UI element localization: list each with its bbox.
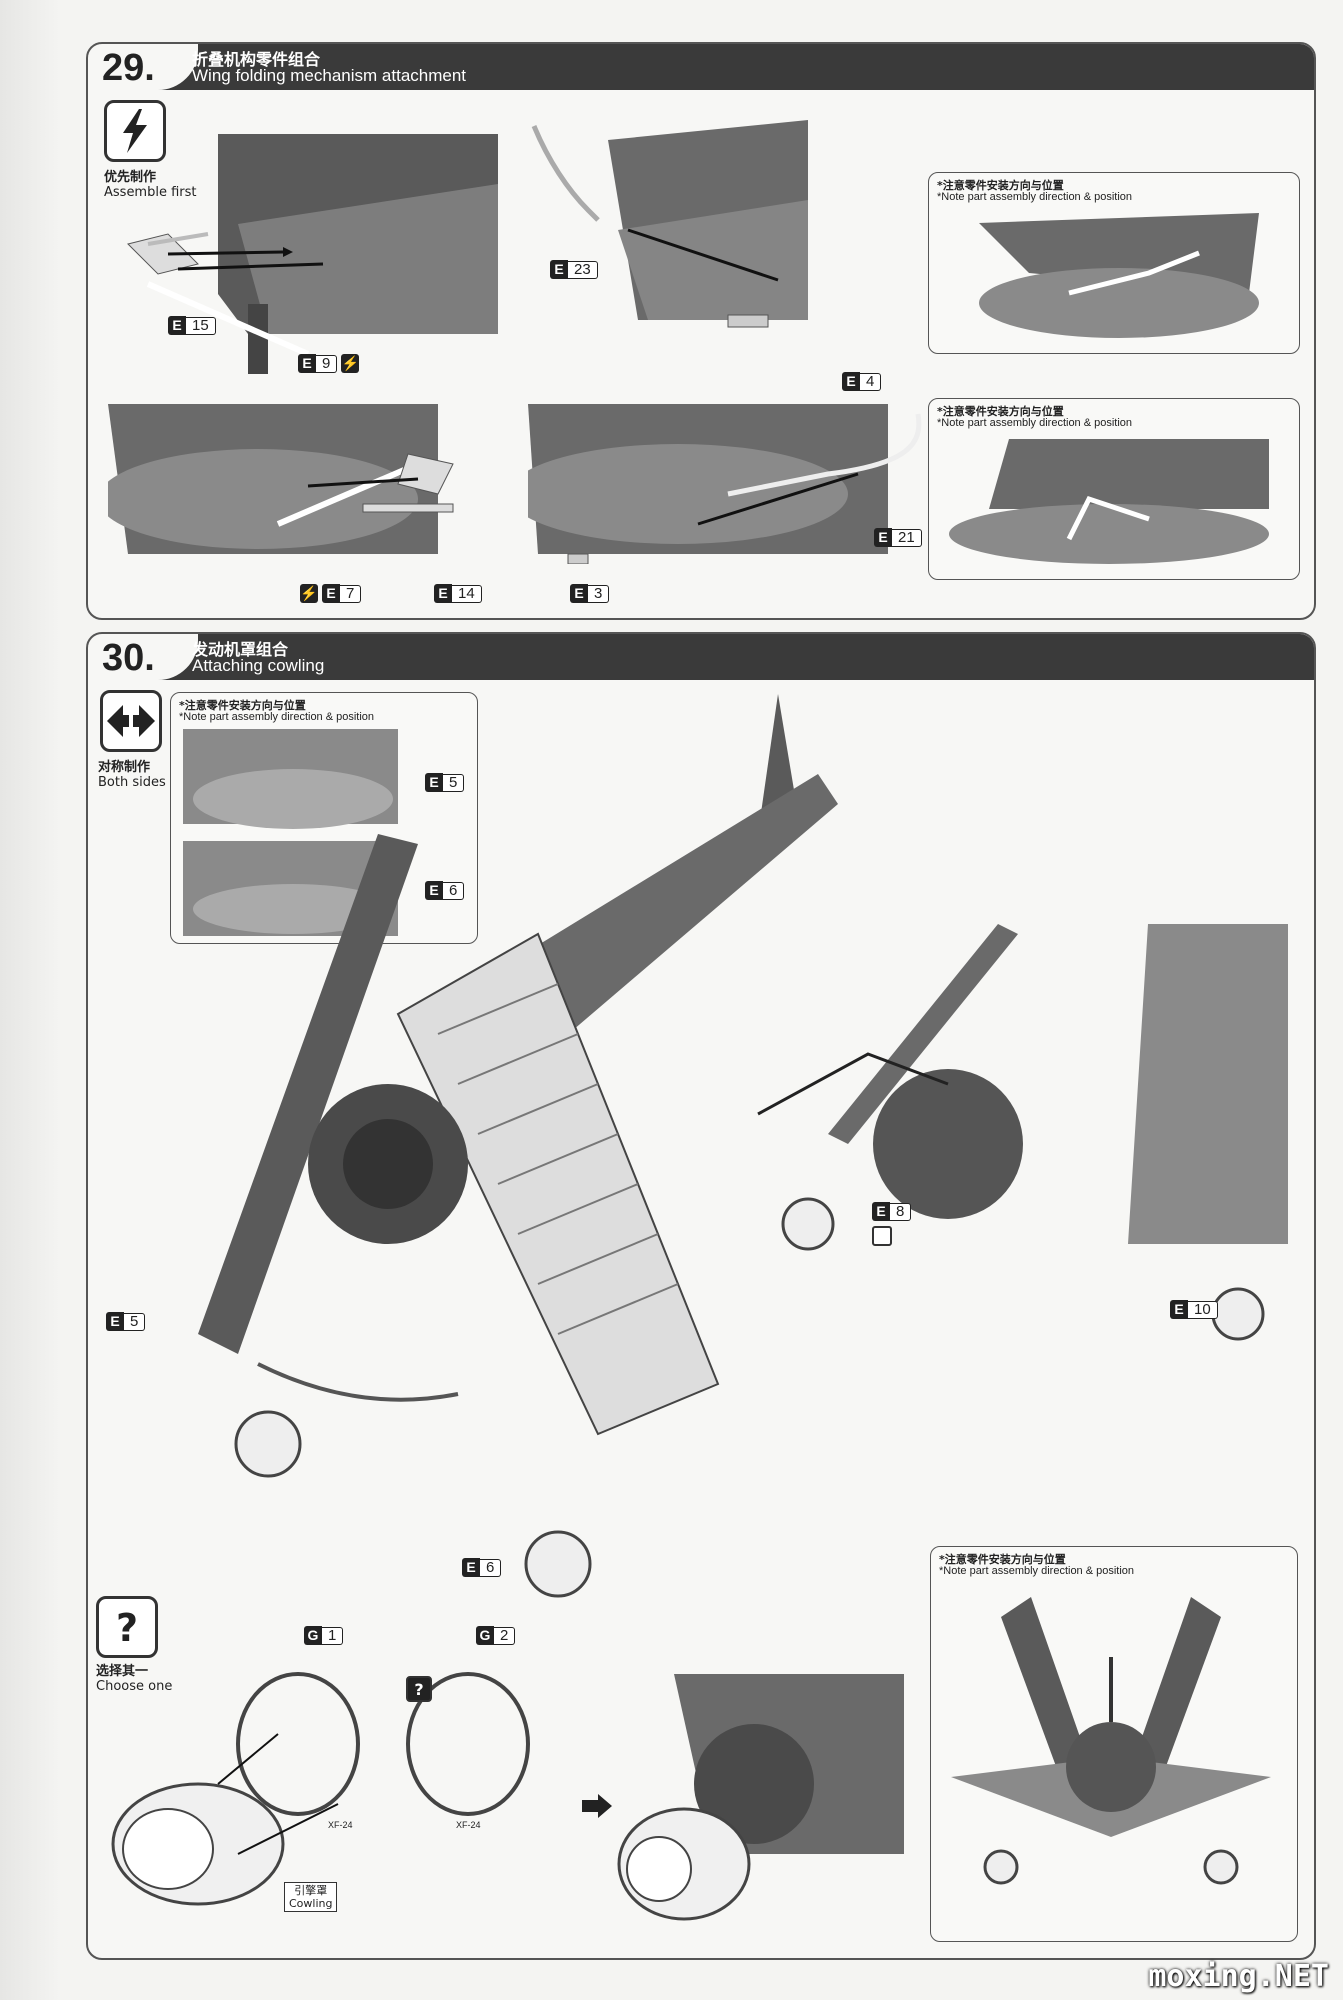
step-29-header: 29. 折叠机构零件组合 Wing folding mechanism atta… — [88, 44, 1314, 90]
note-bottom-en: *Note part assembly direction & position — [939, 1565, 1135, 1577]
both-sides-label: 对称制作 Both sides — [98, 760, 166, 790]
cowling-label: 引擎罩 Cowling — [284, 1882, 338, 1912]
lightning-icon: ⚡ — [341, 354, 360, 373]
question-mark-icon: ? — [96, 1596, 158, 1658]
step-30-number: 30. — [88, 634, 198, 680]
step-30-note-top: *注意零件安装方向与位置 *Note part assembly directi… — [170, 692, 478, 944]
aircraft-main-illustration — [198, 694, 838, 1598]
right-arrow-icon — [582, 1794, 612, 1818]
page-binding-edge — [0, 0, 60, 2000]
step-30-note-bottom: *注意零件安装方向与位置 *Note part assembly directi… — [930, 1546, 1298, 1942]
assemble-first-label: 优先制作 Assemble first — [104, 170, 197, 200]
symmetry-arrows-icon — [100, 690, 162, 752]
note-1-illustration — [979, 213, 1259, 338]
symmetry-arrows-icon — [872, 1226, 892, 1246]
both-sides-en: Both sides — [98, 775, 166, 790]
step-30-panel: 30. 发动机罩组合 Attaching cowling 对称制作 Both s… — [86, 632, 1316, 1960]
cowling-assembly-illustration — [111, 1672, 530, 1906]
watermark: moxing.NET — [1148, 1959, 1329, 1994]
choose-one-en: Choose one — [96, 1679, 173, 1694]
note-2-illustration — [949, 439, 1269, 564]
step-29-note-1: *注意零件安装方向与位置 *Note part assembly directi… — [928, 172, 1300, 354]
note-top-en: *Note part assembly direction & position — [179, 711, 375, 723]
note-bottom-illustration — [951, 1597, 1271, 1885]
svg-text:?: ? — [116, 1606, 138, 1650]
note-2-zh: *注意零件安装方向与位置 — [937, 405, 1064, 418]
assemble-first-en: Assemble first — [104, 185, 197, 200]
note-top-illustration — [183, 729, 398, 936]
assemble-first-zh: 优先制作 — [104, 170, 157, 185]
step-29-title-en: Wing folding mechanism attachment — [192, 66, 467, 85]
wing-fold-illustration-2 — [531, 120, 808, 328]
paint-code-1: XF-24 — [328, 1820, 353, 1830]
lightning-icon: ⚡ — [300, 584, 318, 603]
step-30-header: 30. 发动机罩组合 Attaching cowling — [88, 634, 1314, 680]
question-mark-icon: ? — [406, 1676, 432, 1702]
lightning-icon — [104, 100, 166, 162]
cowling-label-en: Cowling — [289, 1897, 333, 1910]
choose-one-label: 选择其一 Choose one — [96, 1664, 172, 1694]
svg-text:?: ? — [414, 1680, 423, 1699]
wing-fold-illustration-4 — [528, 404, 922, 564]
note-1-en: *Note part assembly direction & position — [937, 191, 1133, 203]
note-bottom-zh: *注意零件安装方向与位置 — [939, 1553, 1066, 1566]
step-29-note-2: *注意零件安装方向与位置 *Note part assembly directi… — [928, 398, 1300, 580]
note-top-zh: *注意零件安装方向与位置 — [179, 699, 306, 712]
wing-fold-illustration-1 — [127, 134, 498, 374]
note-2-en: *Note part assembly direction & position — [937, 417, 1133, 429]
step-30-title-en: Attaching cowling — [192, 656, 325, 675]
step-29-title-zh: 折叠机构零件组合 — [192, 50, 321, 69]
wing-fold-illustration-3 — [108, 404, 454, 554]
aircraft-wing-detail — [757, 924, 1288, 1341]
step-29-number: 29. — [88, 44, 198, 90]
step-29-panel: 29. 折叠机构零件组合 Wing folding mechanism atta… — [86, 42, 1316, 620]
cowling-label-zh: 引擎罩 — [294, 1884, 328, 1897]
cowling-installed-illustration — [617, 1674, 904, 1921]
note-1-zh: *注意零件安装方向与位置 — [937, 179, 1064, 192]
choose-one-zh: 选择其一 — [96, 1664, 149, 1679]
both-sides-zh: 对称制作 — [98, 760, 151, 775]
step-30-title-zh: 发动机罩组合 — [192, 640, 289, 659]
paint-code-2: XF-24 — [456, 1820, 481, 1830]
